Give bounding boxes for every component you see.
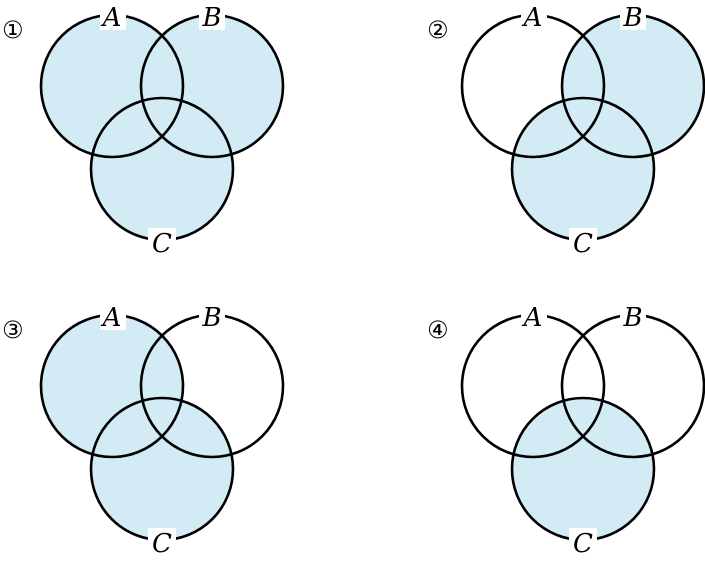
circle-outlines	[39, 304, 285, 558]
shaded-set-c	[512, 398, 654, 540]
set-label-b: B	[622, 303, 642, 333]
shaded-set-c	[512, 98, 654, 240]
panel-number: ②	[427, 16, 449, 44]
shaded-set-c	[91, 398, 233, 540]
shaded-area	[41, 315, 233, 540]
panel-number: ①	[2, 16, 24, 44]
label-gap-a	[521, 4, 547, 30]
circle-outlines	[39, 4, 285, 258]
label-gap-a	[100, 4, 126, 30]
circle-outlines	[460, 304, 705, 558]
set-label-c: C	[152, 529, 172, 559]
set-label-b: B	[622, 3, 642, 33]
shaded-area	[512, 398, 654, 540]
circle-outlines	[460, 4, 705, 258]
venn-panel-4: ④ A B C	[427, 303, 705, 559]
venn-panel-2: ② A B C	[427, 3, 705, 259]
venn-panel-3: ③ A B C	[2, 303, 285, 559]
label-gap-b	[620, 304, 646, 330]
set-label-b: B	[201, 3, 221, 33]
set-label-a: A	[101, 3, 122, 33]
set-label-c: C	[152, 229, 172, 259]
set-label-b: B	[201, 303, 221, 333]
label-gap-b	[620, 4, 646, 30]
panel-number: ③	[2, 316, 24, 344]
set-label-c: C	[573, 229, 593, 259]
set-label-a: A	[101, 303, 122, 333]
label-gap-b	[199, 304, 225, 330]
set-label-c: C	[573, 529, 593, 559]
venn-panel-1: ① A B C	[2, 3, 285, 259]
label-gap-c	[148, 228, 176, 258]
set-label-a: A	[522, 3, 543, 33]
label-gap-c	[148, 528, 176, 558]
set-label-a: A	[522, 303, 543, 333]
shaded-set-c	[91, 98, 233, 240]
label-gap-c	[569, 528, 597, 558]
label-gap-b	[199, 4, 225, 30]
shaded-area	[41, 15, 283, 240]
shaded-area	[512, 15, 704, 240]
label-gap-a	[100, 304, 126, 330]
label-gap-a	[521, 304, 547, 330]
panel-number: ④	[427, 316, 449, 344]
label-gap-c	[569, 228, 597, 258]
